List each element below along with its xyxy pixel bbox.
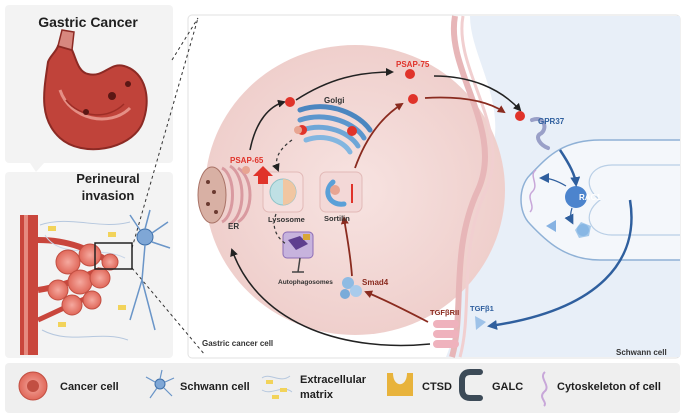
rac1-protein [565, 186, 587, 208]
legend-ecm-line2: matrix [300, 389, 334, 401]
sortilin-label: Sortilin [324, 214, 350, 223]
stomach-icon [43, 29, 148, 151]
golgi-apparatus [297, 104, 373, 155]
psap-dot [515, 111, 525, 121]
galc-icon [459, 369, 483, 401]
legend-ecm-line1: Extracellular [300, 374, 367, 386]
er-label: ER [228, 222, 239, 231]
psap-dot [285, 97, 295, 107]
rac1-label: RAC1 [579, 193, 601, 202]
gastric-cancer-cell-label: Gastric cancer cell [202, 339, 273, 348]
perineural-title-line1: Perineural [76, 171, 140, 186]
psap-dot [347, 126, 357, 136]
autophagosomes [282, 231, 314, 273]
psap-dot [405, 69, 415, 79]
tgfb1-ligand [475, 316, 486, 330]
gpr37-label: GPR37 [538, 117, 565, 126]
autophagosomes-label: Autophagosomes [278, 279, 333, 286]
gastric-cancer-title: Gastric Cancer [38, 14, 138, 30]
cytoskeleton-icon [541, 371, 548, 407]
smad4 [340, 277, 362, 299]
golgi-label: Golgi [324, 96, 344, 105]
cytoskeleton-strand [529, 169, 537, 213]
psap75-label: PSAP-75 [396, 60, 430, 69]
psap-dot [408, 94, 418, 104]
gpr37-receptor [530, 117, 550, 150]
legend-cancer-cell: Cancer cell [60, 381, 119, 393]
legend-panel [5, 363, 680, 413]
smad4-label: Smad4 [362, 278, 389, 287]
lysosome [262, 171, 304, 213]
tgfbr2-receptor [433, 320, 459, 348]
schwann-cell-label: Schwann cell [616, 348, 667, 357]
cancer-cell-icon [18, 371, 48, 401]
legend-cytoskeleton: Cytoskeleton of cell [557, 381, 661, 393]
tgfb1-label: TGFβ1 [470, 304, 494, 313]
legend-ctsd: CTSD [422, 381, 452, 393]
upregulation-arrow-icon [253, 166, 273, 184]
lysosome-label: Lysosome [268, 215, 305, 224]
schwann-cell-icon [145, 369, 175, 399]
legend-galc: GALC [492, 381, 523, 393]
perineural-illustration [20, 209, 171, 355]
tgfbr2-label: TGFβRII [430, 308, 459, 317]
psap65-label: PSAP-65 [230, 156, 264, 165]
cell-membrane [449, 15, 489, 358]
sortilin [319, 171, 363, 213]
er-structure [197, 164, 252, 226]
ctsd-icon [387, 373, 413, 396]
legend-schwann-cell: Schwann cell [180, 381, 250, 393]
perineural-title-line2: invasion [82, 188, 135, 203]
ecm-icon [261, 375, 293, 399]
